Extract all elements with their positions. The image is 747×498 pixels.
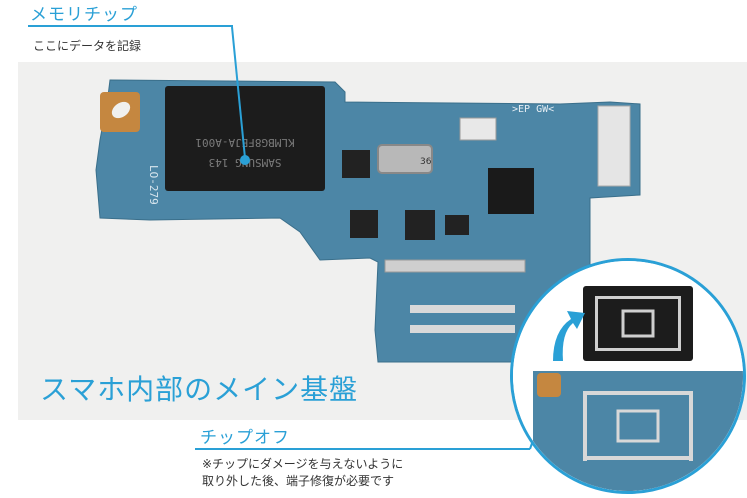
board-title: スマホ内部のメイン基盤 <box>40 373 359 406</box>
chip-off-note-line2: 取り外した後、端子修復が必要です <box>202 474 395 488</box>
board-label: LO-279 <box>147 165 160 205</box>
memory-chip-title: メモリチップ <box>30 5 138 25</box>
chip-marking-2: KLMBG8FEJA-A001 <box>195 136 294 149</box>
crystal-label: 36 <box>420 157 432 167</box>
memory-chip-underline <box>28 25 233 27</box>
connector-label: >EP GW< <box>512 104 554 115</box>
side-connector <box>597 105 631 187</box>
memory-chip <box>165 86 325 191</box>
ic-chip-2 <box>488 168 534 214</box>
white-connector <box>459 117 497 141</box>
crystal-component <box>377 144 433 174</box>
ic-chip-5 <box>445 215 469 235</box>
zoom-illustration <box>513 261 743 491</box>
ic-chip-1 <box>342 150 370 178</box>
memory-chip-note: ここにデータを記録 <box>33 39 142 53</box>
lift-arrow-icon <box>553 311 585 361</box>
chip-off-zoom <box>510 258 746 494</box>
flex-connector <box>384 259 526 273</box>
chip-off-note-line1: ※チップにダメージを与えないように <box>202 457 404 471</box>
ic-chip-3 <box>350 210 378 238</box>
chip-off-note: ※チップにダメージを与えないように 取り外した後、端子修復が必要です <box>202 456 502 490</box>
chip-off-title: チップオフ <box>200 428 290 448</box>
ic-chip-4 <box>405 210 435 240</box>
removed-chip <box>583 286 693 361</box>
chip-off-underline <box>195 448 530 450</box>
